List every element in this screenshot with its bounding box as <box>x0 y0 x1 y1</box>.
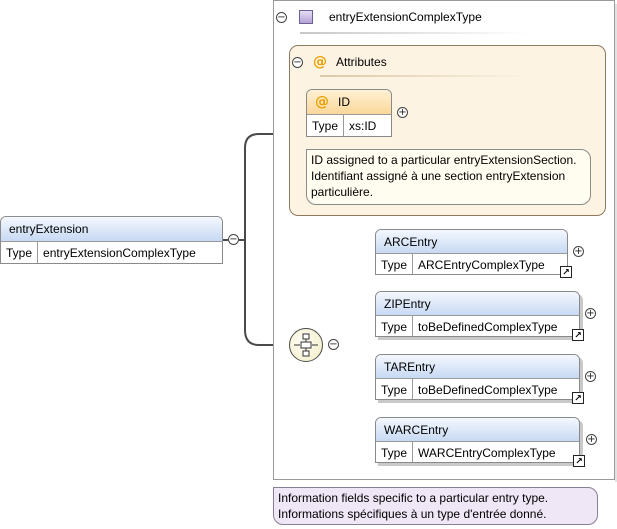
child-element-name: ZIPEntry <box>384 296 431 311</box>
child-type-row: Type toBeDefinedComplexType <box>376 379 579 399</box>
child-type-key: Type <box>376 379 414 399</box>
sequence-compositor[interactable] <box>289 328 323 362</box>
sequence-icon <box>294 333 318 357</box>
complex-type-icon <box>299 10 313 24</box>
child-element-ZIPEntry[interactable]: ZIPEntry Type toBeDefinedComplexType <box>375 291 580 337</box>
child-type-row: Type ARCEntryComplexType <box>376 254 567 274</box>
collapse-complex-type-button[interactable]: − <box>276 11 287 23</box>
child-element-name: TAREntry <box>384 359 436 374</box>
attribute-id-box[interactable]: @ ID Type xs:ID <box>306 89 392 137</box>
attribute-type-row: Type xs:ID <box>307 115 391 136</box>
child-element-name: ARCEntry <box>384 234 438 249</box>
attribute-type-key: Type <box>307 115 345 136</box>
attributes-label: Attributes <box>336 55 387 69</box>
attributes-header: − @ Attributes <box>292 51 387 73</box>
child-type-row: Type toBeDefinedComplexType <box>376 316 579 336</box>
root-element-entryExtension[interactable]: entryExtension Type entryExtensionComple… <box>0 216 223 264</box>
child-type-value: WARCEntryComplexType <box>418 445 556 460</box>
attribute-name: ID <box>338 95 350 109</box>
root-element-header: entryExtension <box>1 217 222 242</box>
child-element-WARCEntry[interactable]: WARCEntry Type WARCEntryComplexType <box>375 417 580 463</box>
doc-line: Informations spécifiques à un type d'ent… <box>278 507 547 521</box>
root-type-key: Type <box>1 242 39 263</box>
doc-line: particulière. <box>311 185 374 199</box>
collapse-root-button[interactable]: − <box>228 234 239 245</box>
attribute-type-value: xs:ID <box>349 119 377 133</box>
child-type-key: Type <box>376 316 414 336</box>
header-separator <box>300 32 530 34</box>
go-to-type-icon[interactable]: ↗ <box>573 455 585 467</box>
expand-ARCEntry-button[interactable]: + <box>573 246 584 257</box>
child-element-header: WARCEntry <box>376 418 579 442</box>
attribute-at-icon: @ <box>313 54 327 70</box>
root-element-name: entryExtension <box>9 222 89 236</box>
expand-ZIPEntry-button[interactable]: + <box>585 308 596 319</box>
complex-type-header: − entryExtensionComplexType <box>276 5 606 29</box>
child-element-header: ARCEntry <box>376 230 567 254</box>
child-type-key: Type <box>376 442 414 462</box>
child-element-header: ZIPEntry <box>376 292 579 316</box>
go-to-type-icon[interactable]: ↗ <box>560 266 572 278</box>
expand-attribute-id-button[interactable]: + <box>397 107 408 118</box>
complex-type-name: entryExtensionComplexType <box>329 10 482 24</box>
expand-TAREntry-button[interactable]: + <box>585 371 596 382</box>
sequence-documentation: Information fields specific to a particu… <box>273 487 598 525</box>
child-type-key: Type <box>376 254 414 274</box>
go-to-type-icon[interactable]: ↗ <box>572 392 584 404</box>
doc-line: Information fields specific to a particu… <box>278 491 549 505</box>
child-element-TAREntry[interactable]: TAREntry Type toBeDefinedComplexType <box>375 354 580 400</box>
child-type-value: toBeDefinedComplexType <box>418 319 558 334</box>
collapse-sequence-button[interactable]: − <box>328 339 339 350</box>
child-type-value: ARCEntryComplexType <box>418 257 545 272</box>
attribute-id-header: @ ID <box>307 90 391 115</box>
go-to-type-icon[interactable]: ↗ <box>572 329 584 341</box>
expand-WARCEntry-button[interactable]: + <box>586 434 597 445</box>
child-element-ARCEntry[interactable]: ARCEntry Type ARCEntryComplexType <box>375 229 568 275</box>
child-element-header: TAREntry <box>376 355 579 379</box>
attributes-separator <box>320 75 530 77</box>
child-element-name: WARCEntry <box>384 422 449 437</box>
child-type-row: Type WARCEntryComplexType <box>376 442 579 462</box>
doc-line: ID assigned to a particular entryExtensi… <box>311 153 577 167</box>
child-type-value: toBeDefinedComplexType <box>418 382 558 397</box>
collapse-attributes-button[interactable]: − <box>292 56 303 68</box>
doc-line: Identifiant assigné à une section entryE… <box>311 169 566 183</box>
attribute-id-documentation: ID assigned to a particular entryExtensi… <box>306 149 591 205</box>
root-type-value: entryExtensionComplexType <box>43 246 196 260</box>
attribute-at-icon: @ <box>315 94 329 110</box>
root-type-row: Type entryExtensionComplexType <box>1 242 222 263</box>
